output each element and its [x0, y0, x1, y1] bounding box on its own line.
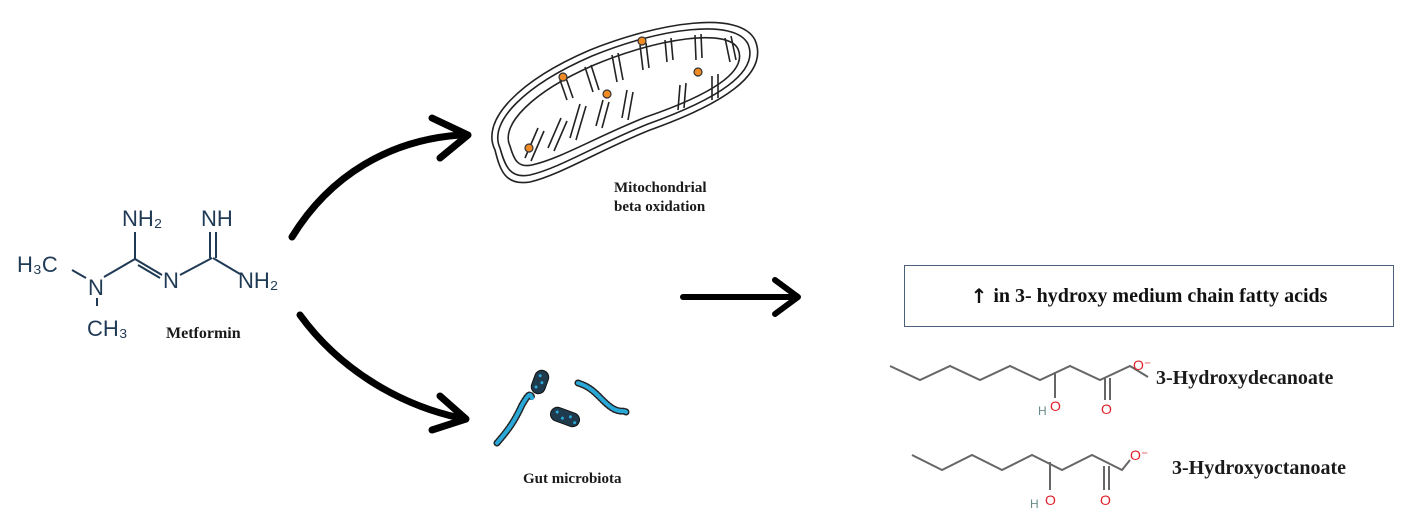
mitochondrion-dots — [524, 36, 703, 153]
arrow-to-mitochondria — [288, 114, 472, 241]
cristae — [524, 33, 737, 162]
compound-name: 3-Hydroxydecanoate — [1156, 367, 1334, 389]
metformin-structure — [71, 232, 241, 306]
atom-n-mid: N — [163, 268, 179, 293]
atom-o-carbonyl: O — [1101, 401, 1112, 417]
atom-nh-top: NH — [201, 206, 233, 231]
arrow-to-result — [680, 277, 801, 317]
hydroxydecanoate-structure — [889, 364, 1149, 400]
atom-nh2-top: NH₂ — [122, 206, 163, 231]
atom-h: H — [1030, 497, 1039, 511]
result-text: in 3- hydroxy medium chain fatty acids — [993, 284, 1328, 307]
microbiota-label: Gut microbiota — [523, 471, 622, 487]
atom-o-minus: O⁻ — [1133, 357, 1152, 373]
mitochondria-label-line2: beta oxidation — [614, 199, 706, 215]
mitochondrion-illustration — [491, 21, 759, 184]
increase-arrow-icon: ↑ — [970, 284, 988, 308]
atom-n-left: N — [88, 275, 104, 300]
atom-o-minus: O⁻ — [1130, 447, 1149, 463]
atom-o-hydroxyl: O — [1050, 398, 1061, 414]
compound-name: 3-Hydroxyoctanoate — [1172, 457, 1347, 479]
bacteria-illustration — [493, 369, 630, 447]
result-box: ↑ in 3- hydroxy medium chain fatty acids — [904, 265, 1394, 327]
metformin-label: Metformin — [166, 325, 241, 342]
mitochondria-label-line1: Mitochondrial — [614, 180, 707, 196]
atom-nh2-right: NH₂ — [238, 268, 279, 293]
atom-ch3: CH₃ — [87, 316, 128, 341]
atom-o-hydroxyl: O — [1045, 492, 1056, 508]
arrow-to-microbiota — [296, 311, 470, 434]
hydroxyoctanoate-structure — [911, 453, 1131, 490]
atom-o-carbonyl: O — [1100, 492, 1111, 508]
mitochondria-label: Mitochondrial beta oxidation — [614, 179, 707, 217]
atom-h: H — [1038, 404, 1047, 418]
atom-h3c: H₃C — [17, 252, 58, 277]
